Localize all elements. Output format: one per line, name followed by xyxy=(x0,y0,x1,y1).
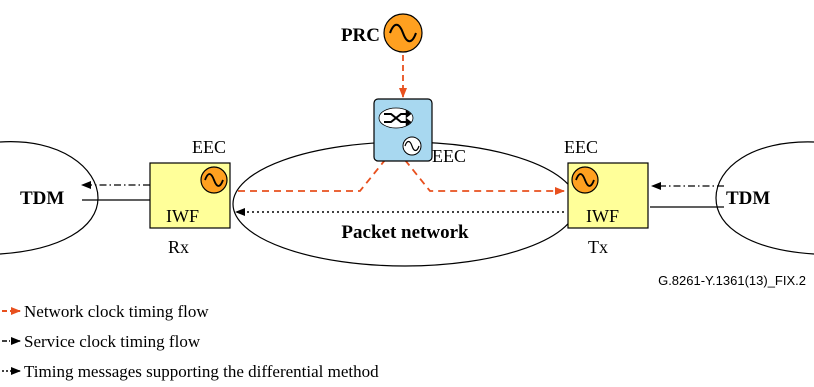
left-iwf-label: IWF xyxy=(166,206,199,226)
left-tdm-label: TDM xyxy=(20,188,64,209)
rx-label: Rx xyxy=(168,237,189,257)
network-clock-flow-upper xyxy=(238,159,386,192)
right-tdm-label: TDM xyxy=(726,188,770,209)
packet-network-label: Packet network xyxy=(341,222,469,243)
switch-arrows xyxy=(384,109,412,127)
right-tdm-network xyxy=(715,141,814,255)
left-eec-label: EEC xyxy=(192,137,226,157)
left-tdm-network xyxy=(0,141,99,255)
switch-eec-label: EEC xyxy=(432,146,466,166)
network-clock-flow-right xyxy=(404,159,565,195)
right-eec-label: EEC xyxy=(564,137,598,157)
tx-label: Tx xyxy=(588,237,608,257)
legend-timing-label: Timing messages supporting the different… xyxy=(24,362,379,381)
legend: Network clock timing flow Service clock … xyxy=(2,302,379,381)
figure-id: G.8261-Y.1361(13)_FIX.2 xyxy=(658,273,806,288)
right-iwf-label: IWF xyxy=(586,206,619,226)
switch-box xyxy=(373,98,433,162)
prc-label: PRC xyxy=(341,25,380,46)
legend-network-label: Network clock timing flow xyxy=(24,302,209,321)
legend-service-label: Service clock timing flow xyxy=(24,332,201,351)
